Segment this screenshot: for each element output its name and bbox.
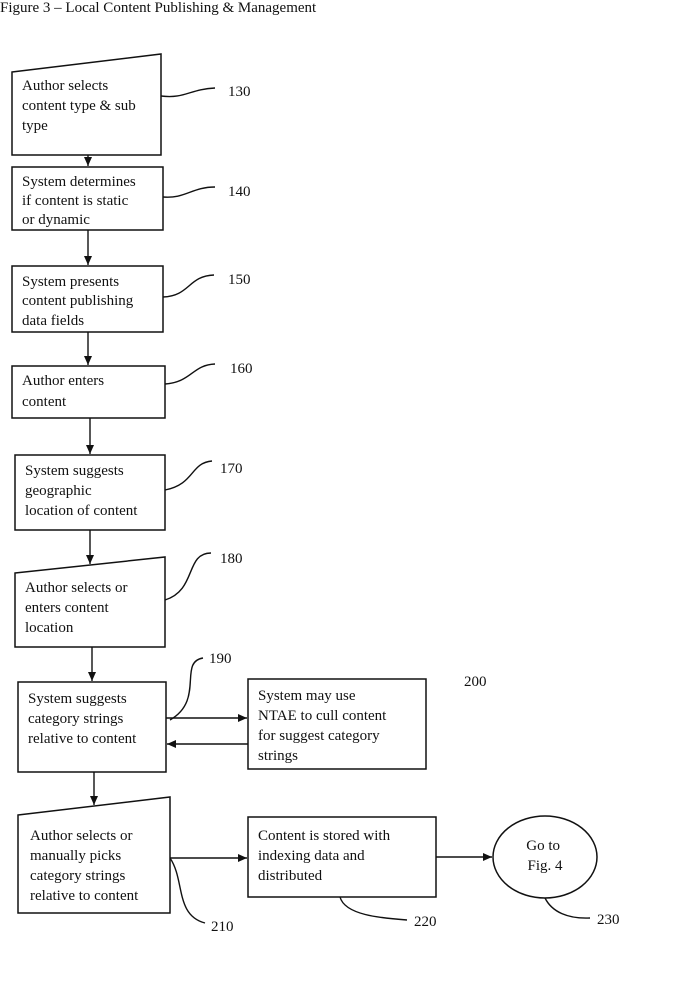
leader-190 [170, 658, 203, 720]
ref-200: 200 [464, 674, 487, 690]
leader-170 [165, 461, 212, 490]
ref-170: 170 [220, 461, 243, 477]
ref-130: 130 [228, 84, 251, 100]
ref-230: 230 [597, 912, 620, 928]
ref-140: 140 [228, 184, 251, 200]
ref-160: 160 [230, 361, 253, 377]
leader-130 [161, 88, 215, 97]
ref-190: 190 [209, 651, 232, 667]
leader-160 [165, 364, 215, 384]
leader-140 [163, 187, 215, 197]
leader-230 [545, 898, 590, 918]
leader-150 [163, 275, 214, 297]
ref-210: 210 [211, 919, 234, 935]
leader-180 [165, 553, 211, 600]
ref-150: 150 [228, 272, 251, 288]
step-230-ellipse [493, 816, 597, 898]
ref-220: 220 [414, 914, 437, 930]
leader-210 [170, 858, 205, 923]
leader-220 [340, 897, 407, 920]
step-190-text: System suggests category strings relativ… [28, 691, 137, 747]
ref-180: 180 [220, 551, 243, 567]
